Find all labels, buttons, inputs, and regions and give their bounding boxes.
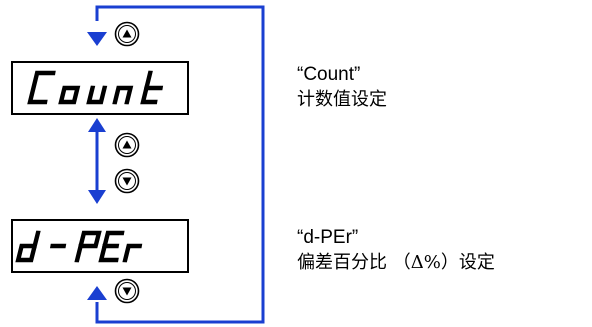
caption-dper: “d-PEr” 偏差百分比 （Δ%）设定 (297, 226, 495, 276)
loop-line (95, 5, 265, 324)
loop-connector (95, 5, 265, 324)
down-arrow-icon (122, 177, 132, 186)
up-arrow-icon (122, 29, 132, 38)
button-up-top[interactable] (114, 21, 140, 47)
down-arrow-icon (122, 287, 132, 296)
display-dper (11, 219, 189, 273)
caption-count: “Count” 计数值设定 (297, 63, 387, 113)
arrow-down-to-dper-icon (88, 190, 106, 204)
caption-dper-title: “d-PEr” (297, 227, 359, 248)
button-up-middle[interactable] (114, 132, 140, 158)
caption-dper-desc: 偏差百分比 （Δ%）设定 (297, 252, 495, 273)
arrow-down-to-count-icon (87, 32, 107, 46)
button-down-middle[interactable] (114, 168, 140, 194)
arrow-up-to-count-icon (88, 118, 106, 132)
arrowheads (87, 32, 107, 300)
caption-count-desc: 计数值设定 (297, 89, 387, 110)
arrow-up-to-dper-icon (87, 286, 107, 300)
segment-text-count (27, 70, 164, 105)
button-down-bottom[interactable] (114, 278, 140, 304)
display-count (11, 61, 189, 115)
caption-count-title: “Count” (297, 64, 361, 85)
up-arrow-icon (122, 140, 132, 149)
segment-text-dper (15, 230, 143, 263)
